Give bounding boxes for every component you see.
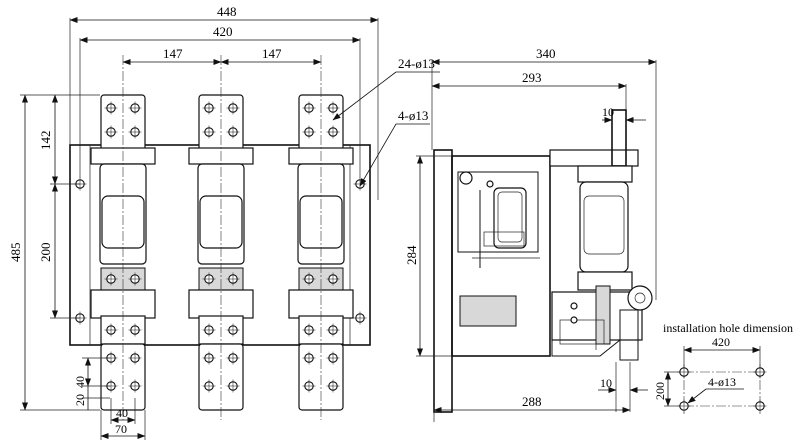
dim-10-top: 10 <box>602 105 614 119</box>
coil <box>493 187 527 249</box>
dim-bottom-20: 20 <box>73 394 87 406</box>
install-hole <box>752 398 768 414</box>
dim-bus-70: 70 <box>115 422 127 436</box>
dim-top: 142 <box>38 131 53 151</box>
pole-left <box>90 54 156 421</box>
dim-overall-width: 448 <box>217 4 237 19</box>
dim-hole-span: 420 <box>213 24 233 39</box>
dim-mount-holes: 4-ø13 <box>398 108 428 123</box>
dim-overall-height: 485 <box>8 243 23 263</box>
pole-middle <box>188 54 254 421</box>
install-detail: installation hole dimension 420 200 4-ø1… <box>653 321 793 414</box>
dim-terminal-holes: 24-ø13 <box>398 56 435 71</box>
dim-bottom-40: 40 <box>73 376 87 388</box>
install-dim-width: 420 <box>712 335 730 349</box>
dim-pitch-right: 147 <box>262 46 282 61</box>
side-base-plate <box>433 149 453 413</box>
dim-pitch-left: 147 <box>163 46 183 61</box>
dim-middle: 200 <box>38 243 53 263</box>
vacuum-interrupter <box>579 181 629 273</box>
front-view: 448 420 147 147 24-ø13 4-ø13 485 142 200… <box>8 4 440 440</box>
dim-depth: 340 <box>536 46 556 61</box>
mount-hole <box>352 310 368 326</box>
mount-hole <box>352 176 368 192</box>
install-hole <box>752 364 768 380</box>
install-dim-height: 200 <box>653 382 667 400</box>
dim-base: 288 <box>522 394 542 409</box>
pole-right <box>288 54 354 421</box>
side-view: 340 293 10 284 10 288 <box>404 46 657 422</box>
install-dim-holes: 4-ø13 <box>708 375 736 389</box>
auxiliary-block <box>459 295 517 327</box>
dim-bus-40: 40 <box>116 406 128 420</box>
dim-height: 284 <box>404 245 419 265</box>
dim-293: 293 <box>522 70 542 85</box>
dim-10-bottom: 10 <box>600 376 612 390</box>
install-label: installation hole dimension <box>663 321 793 335</box>
